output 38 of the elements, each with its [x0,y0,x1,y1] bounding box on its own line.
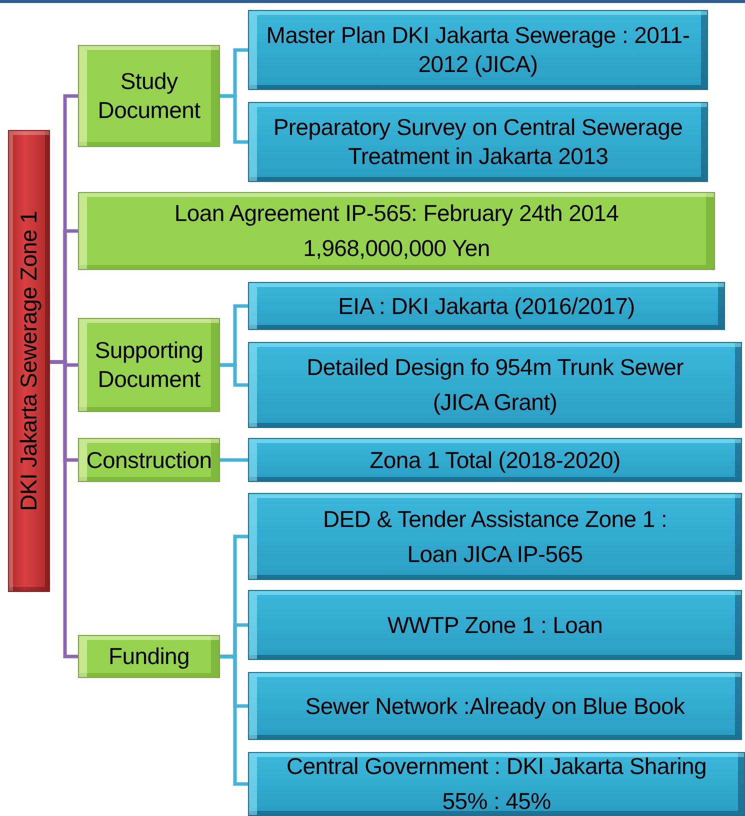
category-box [78,635,220,678]
node-text: 55% : 45% [442,787,551,816]
category-box [78,192,715,270]
connector-line [220,363,248,387]
node-text: Sewer Network :Already on Blue Book [305,692,685,720]
detail-box [248,10,708,90]
title-text: DKI Jakarta Sewerage Zone 1 [14,211,43,511]
category-box [78,45,220,147]
category-box [78,438,220,482]
node-text: Master Plan DKI Jakarta Sewerage : 2011-2012 (JICA) [265,21,691,79]
node-text: DED & Tender Assistance Zone 1 : [322,504,668,534]
node-text: 1,968,000,000 Yen [303,234,490,263]
connector-line [220,458,248,462]
node-text: Loan JICA IP-565 [407,540,583,568]
detail-box [248,493,742,580]
node-text: Study Document [96,67,202,125]
connector-line [220,94,248,144]
connector-line [220,654,248,786]
node-text: Funding [108,642,190,671]
category-box [78,318,220,412]
node-text: WWTP Zone 1 : Loan [387,610,603,640]
root-box [8,130,50,592]
detail-box [248,438,742,482]
node-text: EIA : DKI Jakarta (2016/2017) [338,292,635,320]
detail-box [248,752,745,816]
node-text: Supporting Document [94,336,204,394]
node-text: Detailed Design fo 954m Trunk Sewer [306,353,684,382]
detail-box [248,102,708,182]
node-text: (JICA Grant) [432,388,558,417]
node-text: Central Government : DKI Jakarta Sharing [286,752,707,781]
detail-box [248,342,742,428]
node-text: Loan Agreement IP-565: February 24th 2014 [174,199,619,228]
node-text: Construction [86,446,212,474]
detail-box [248,672,742,740]
node-text: Zona 1 Total (2018-2020) [370,446,620,474]
node-text: Preparatory Survey on Central Sewerage Treatment in Jakarta 2013 [272,113,684,171]
detail-box [248,282,725,330]
detail-box [248,590,742,660]
